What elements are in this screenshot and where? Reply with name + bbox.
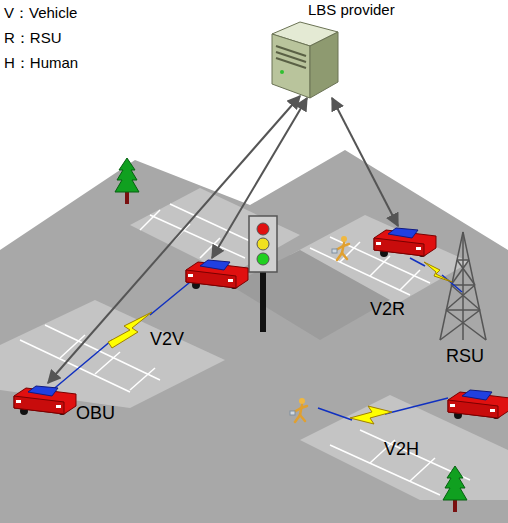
rsu-label: RSU (446, 347, 484, 367)
link-label: V2V (150, 330, 184, 350)
legend-definition: H：Human (4, 55, 78, 72)
legend-definition: V：Vehicle (4, 5, 77, 22)
server-node: LBS provider (270, 2, 397, 100)
obu-label: OBU (76, 404, 115, 424)
server-icon (270, 20, 340, 100)
link-label: V2R (370, 300, 405, 320)
legend-definition: R：RSU (4, 30, 62, 47)
link-label: V2H (384, 440, 419, 460)
node-heading: LBS provider (308, 2, 397, 19)
